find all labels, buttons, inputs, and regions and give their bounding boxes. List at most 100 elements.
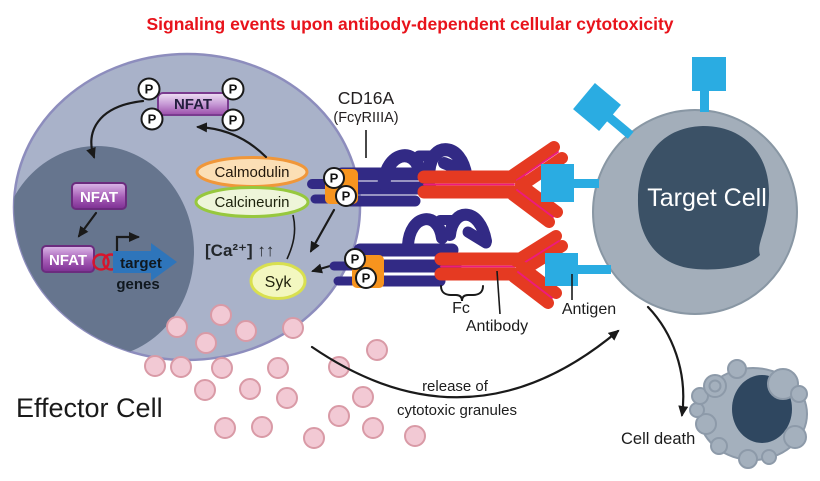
calcium-label: [Ca²⁺] ↑↑	[205, 241, 274, 260]
antibody-pointer-line	[496, 270, 501, 315]
cd16a-label: CD16A	[338, 88, 395, 108]
antibody-label: Antibody	[466, 318, 528, 335]
phosphate-label: P	[148, 112, 157, 127]
nfat-label: NFAT	[80, 189, 118, 206]
cytotoxic-granule	[404, 425, 426, 447]
nfat-label: NFAT	[49, 252, 87, 269]
cytotoxic-granule	[352, 386, 374, 408]
cytotoxic-granule	[194, 379, 216, 401]
calcineurin: Calcineurin	[194, 186, 310, 218]
fcgriiia-label: (FcγRIIIA)	[333, 110, 398, 126]
cytotoxic-granule	[195, 332, 217, 354]
receptor-to-syk-arrow	[311, 263, 332, 274]
calcineurin-label: Calcineurin	[214, 194, 289, 211]
diagram-title: Signaling events upon antibody-dependent…	[146, 14, 673, 34]
cytotoxic-granule	[214, 417, 236, 439]
phosphate-icon: P	[137, 77, 161, 101]
cytotoxic-granule	[267, 357, 289, 379]
phosphate-icon: P	[221, 108, 245, 132]
phospho-nfat: NFAT P P P P	[137, 77, 245, 132]
antibody-icon	[417, 141, 568, 228]
cd16a-receptor: P P	[329, 208, 492, 289]
phosphate-label: P	[330, 171, 339, 186]
phosphate-label: P	[342, 189, 351, 204]
nfat-box	[71, 182, 127, 210]
cytotoxic-granule	[210, 304, 232, 326]
cytotoxic-granule	[235, 320, 257, 342]
apoptotic-bleb	[727, 359, 747, 379]
nfat-box	[157, 92, 229, 116]
phosphate-label: P	[351, 252, 360, 267]
cytotoxic-granule	[251, 416, 273, 438]
apoptotic-bleb	[689, 402, 705, 418]
apoptotic-bleb	[790, 385, 808, 403]
cytotoxic-granule	[239, 378, 261, 400]
phosphate-label: P	[362, 271, 371, 286]
apoptotic-bleb	[695, 413, 717, 435]
cytotoxic-granule	[276, 387, 298, 409]
transcription-arrow	[115, 232, 140, 255]
phosphate-label: P	[229, 82, 238, 97]
syk-kinase: Syk	[249, 262, 307, 300]
cytotoxic-granule	[303, 427, 325, 449]
calcineurin-syk-link	[286, 214, 296, 260]
nfat-translocation-arrow	[77, 211, 98, 238]
surface-antigen-icon	[692, 57, 726, 112]
cell-death-arrow	[646, 305, 689, 417]
antibody-icon	[434, 230, 568, 309]
target-cell-label: Target Cell	[647, 184, 767, 212]
cytotoxic-granule	[366, 339, 388, 361]
apoptotic-bleb	[710, 437, 728, 455]
apoptotic-bleb	[703, 374, 727, 398]
target-genes-label-1: target	[120, 255, 162, 272]
phosphate-icon: P	[323, 167, 345, 189]
release-label-1: release of	[422, 378, 489, 395]
antigen-label: Antigen	[562, 301, 616, 318]
nfat-label: NFAT	[174, 96, 212, 113]
phosphate-label: P	[145, 82, 154, 97]
phosphate-icon: P	[140, 107, 164, 131]
granule-release-arrow	[310, 329, 620, 399]
cytotoxic-granule	[166, 316, 188, 338]
cell-death-label: Cell death	[621, 430, 695, 448]
target-cell-nucleus	[637, 126, 770, 270]
cytotoxic-granule	[282, 317, 304, 339]
effector-cell-label: Effector Cell	[16, 393, 163, 423]
dephosphorylation-arrow	[196, 122, 268, 159]
fc-label: Fc	[452, 300, 470, 317]
effector-cell-nucleus	[14, 146, 194, 358]
phosphate-icon: P	[344, 248, 366, 270]
target-cell: Target Cell	[592, 109, 798, 315]
target-genes-label-2: genes	[116, 276, 159, 293]
cytotoxic-granule	[211, 357, 233, 379]
apoptotic-bleb	[738, 449, 758, 469]
calmodulin: Calmodulin	[195, 156, 309, 188]
receptor-to-syk-arrow	[309, 208, 336, 253]
dying-cell	[689, 359, 808, 469]
cytotoxic-granules	[144, 304, 426, 449]
surface-antigen-icon	[573, 83, 634, 139]
phosphate-icon: P	[221, 77, 245, 101]
antigen-icon	[545, 253, 611, 286]
cytotoxic-granule	[362, 417, 384, 439]
apoptotic-bleb-ring	[708, 379, 722, 393]
cytotoxic-granule	[170, 356, 192, 378]
apoptotic-bleb	[691, 387, 709, 405]
phosphate-label: P	[229, 113, 238, 128]
apoptotic-bleb	[761, 449, 777, 465]
release-label-2: cytotoxic granules	[397, 402, 517, 419]
cytotoxic-granule	[328, 405, 350, 427]
fc-brace-icon	[440, 285, 484, 302]
nfat-import-arrow	[86, 99, 145, 159]
phosphate-icon: P	[335, 185, 357, 207]
phosphate-icon: P	[355, 267, 377, 289]
nuclear-nfat-pathway: NFAT NFAT target genes	[41, 182, 177, 293]
cd16a-receptor: P P	[307, 143, 473, 207]
syk-label: Syk	[265, 274, 293, 291]
target-genes-arrow	[113, 243, 177, 281]
calmodulin-label: Calmodulin	[214, 164, 289, 181]
antigen-icon	[541, 164, 599, 202]
cytotoxic-granule	[144, 355, 166, 377]
